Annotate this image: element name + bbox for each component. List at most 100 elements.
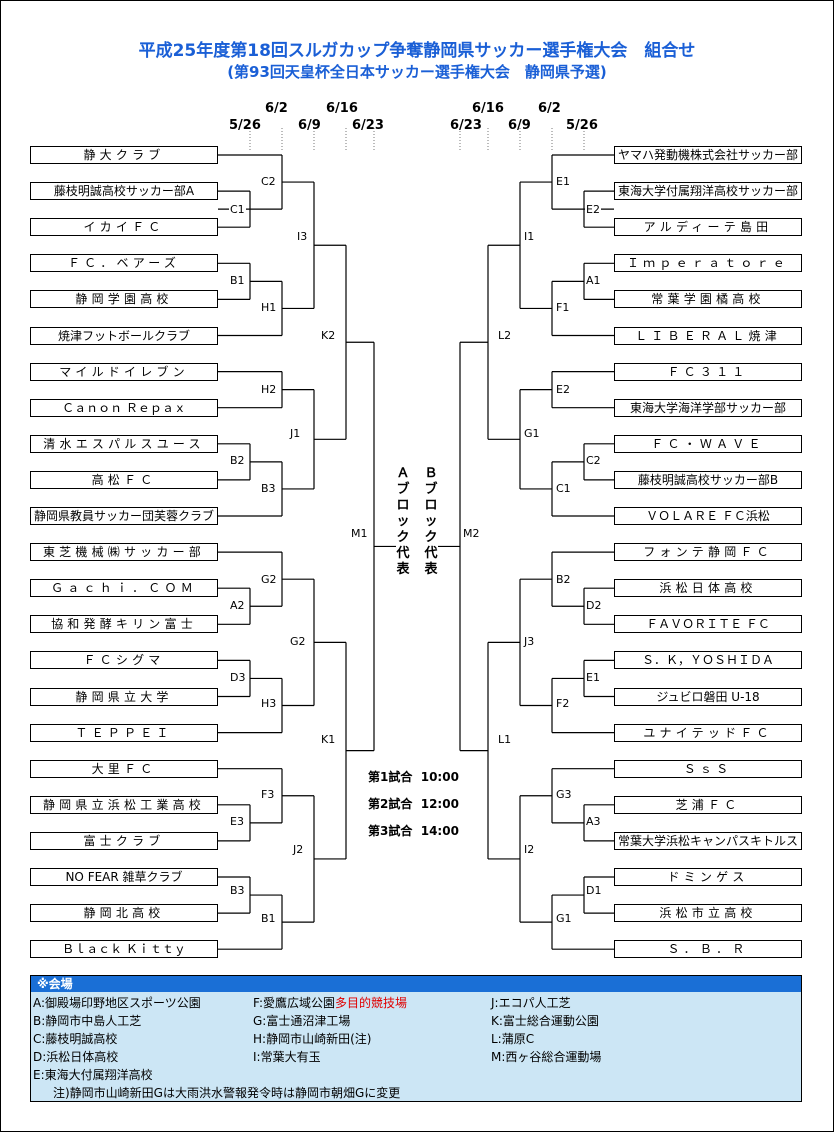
team-name-left: 静岡県教員サッカー団芙蓉クラブ bbox=[30, 507, 218, 525]
team-name-right: Ｉｍｐｅｒａｔｏｒｅ bbox=[614, 254, 802, 273]
team-name-right: ＶＯＬＡＲＥ ＦＣ浜松 bbox=[614, 507, 802, 525]
venue-label-left: J1 bbox=[289, 427, 302, 440]
venue-legend: ※会場 A:御殿場印野地区スポーツ公園 B:静岡市中島人工芝 C:藤枝明誠高校 … bbox=[30, 975, 802, 1102]
team-name-left: NO FEAR 雑草クラブ bbox=[30, 868, 218, 886]
team-name-left: Ｇａｃｈｉ．ＣＯＭ bbox=[30, 579, 218, 598]
team-name-left: 静岡学園高校 bbox=[30, 290, 218, 309]
venue-label-left: C1 bbox=[229, 203, 246, 216]
venue-item: J:エコパ人工芝 bbox=[491, 996, 571, 1010]
team-name-right: ドミンゲス bbox=[614, 868, 802, 886]
date-label: 6/9 bbox=[508, 118, 531, 133]
venue-label-left: K2 bbox=[320, 329, 337, 342]
team-name-right: アルディーテ島田 bbox=[614, 218, 802, 237]
team-name-left: マイルドイレブン bbox=[30, 362, 218, 381]
schedule-time: 12:00 bbox=[420, 797, 459, 811]
venue-label-left: H3 bbox=[260, 697, 278, 710]
venue-label-right: A3 bbox=[585, 815, 602, 828]
team-name-right: ＦＣ・ＷＡＶＥ bbox=[614, 434, 802, 453]
team-name-right: 東海大学付属翔洋高校サッカー部 bbox=[614, 182, 802, 201]
venue-label-left: C2 bbox=[260, 175, 277, 188]
team-name-right: 芝浦ＦＣ bbox=[614, 795, 802, 814]
venue-item: H:静岡市山崎新田(注) bbox=[253, 1032, 372, 1046]
team-name-left: ＴＥＰＰＥＩ bbox=[30, 723, 218, 742]
venue-label-left: B3 bbox=[260, 482, 277, 495]
venue-label-right: D2 bbox=[585, 599, 603, 612]
team-name-right: ジュビロ磐田 U-18 bbox=[614, 687, 802, 706]
venue-label-right: G1 bbox=[555, 912, 573, 925]
venue-label-left: E3 bbox=[229, 815, 245, 828]
date-label: 6/9 bbox=[298, 118, 321, 133]
venue-label-right: G1 bbox=[523, 427, 541, 440]
team-name-left: 静大クラブ bbox=[30, 146, 218, 164]
venue-label-right: E1 bbox=[555, 175, 571, 188]
team-name-left: 富士クラブ bbox=[30, 831, 218, 850]
team-name-right: ＳｓＳ bbox=[614, 759, 802, 778]
date-label: 6/16 bbox=[472, 101, 504, 116]
venue-item: K:富士総合運動公園 bbox=[491, 1014, 599, 1028]
venue-label-left: H1 bbox=[260, 301, 278, 314]
venue-label-left: G2 bbox=[289, 635, 307, 648]
venue-item: M:西ヶ谷総合運動場 bbox=[491, 1050, 602, 1064]
venue-label-right: L2 bbox=[497, 329, 513, 342]
date-label: 6/23 bbox=[352, 118, 384, 133]
schedule-label: 第1試合 bbox=[368, 770, 413, 784]
venue-item: A:御殿場印野地区スポーツ公園 bbox=[33, 996, 201, 1010]
page-subtitle: (第93回天皇杯全日本サッカー選手権大会 静岡県予選) bbox=[227, 63, 607, 81]
venue-item: D:浜松日体高校 bbox=[33, 1050, 119, 1064]
team-name-right: ユナイテッドＦＣ bbox=[614, 723, 802, 742]
team-name-left: 静岡県立大学 bbox=[30, 687, 218, 706]
venue-label-right: E2 bbox=[585, 203, 601, 216]
venue-label-right: J3 bbox=[523, 635, 536, 648]
team-name-right: 常葉学園橘高校 bbox=[614, 290, 802, 309]
team-name-right: 浜松市立高校 bbox=[614, 904, 802, 923]
date-label: 6/2 bbox=[265, 101, 288, 116]
team-name-left: イカイＦＣ bbox=[30, 218, 218, 237]
venue-label-left: B1 bbox=[260, 912, 277, 925]
schedule-label: 第3試合 bbox=[368, 824, 413, 838]
venue-item: F:愛鷹広域公園多目的競技場 bbox=[253, 996, 407, 1010]
team-name-left: 協和発酵キリン富士 bbox=[30, 615, 218, 634]
page-title: 平成25年度第18回スルガカップ争奪静岡県サッカー選手権大会 組合せ bbox=[138, 41, 696, 61]
team-name-left: 清水エスパルスユース bbox=[30, 434, 218, 453]
date-label: 6/16 bbox=[326, 101, 358, 116]
venue-label-right: C1 bbox=[555, 482, 572, 495]
team-name-left: 静岡北高校 bbox=[30, 904, 218, 923]
team-name-left: 静岡県立浜松工業高校 bbox=[30, 795, 218, 814]
venue-label-left: B1 bbox=[229, 274, 246, 287]
venue-label-left: G2 bbox=[260, 573, 278, 586]
team-name-right: 東海大学海洋学部サッカー部 bbox=[614, 398, 802, 417]
team-name-right: Ｓ．Ｋ，ＹＯＳＨＩＤＡ bbox=[614, 651, 802, 670]
team-name-left: 焼津フットボールクラブ bbox=[30, 326, 218, 345]
venue-heading: ※会場 bbox=[31, 976, 801, 992]
venue-item: I:常葉大有玉 bbox=[253, 1050, 321, 1064]
venue-label-right: G3 bbox=[555, 788, 573, 801]
date-label: 6/23 bbox=[450, 118, 482, 133]
team-name-left: Ｃａｎｏｎ Ｒｅｐａｘ bbox=[30, 398, 218, 417]
venue-label-left: J2 bbox=[292, 843, 305, 856]
schedule-2: 第2試合 12:00 bbox=[368, 795, 459, 812]
date-label: 5/26 bbox=[566, 118, 598, 133]
block-b-label: Ｂブロック代表 bbox=[424, 466, 438, 577]
schedule-3: 第3試合 14:00 bbox=[368, 822, 459, 839]
team-name-left: ＦＣシグマ bbox=[30, 651, 218, 670]
venue-label-right: L1 bbox=[497, 733, 513, 746]
team-name-right: ＦＡＶＯＲＩＴＥ ＦＣ bbox=[614, 615, 802, 634]
team-name-left: 大里ＦＣ bbox=[30, 759, 218, 778]
team-name-right: 浜松日体高校 bbox=[614, 579, 802, 598]
venue-label-left: B3 bbox=[229, 884, 246, 897]
venue-label-left: M1 bbox=[350, 527, 369, 540]
team-name-right: 藤枝明誠高校サッカー部B bbox=[614, 470, 802, 489]
team-name-left: 高松ＦＣ bbox=[30, 470, 218, 489]
venue-label-right: E2 bbox=[555, 383, 571, 396]
venue-label-right: F2 bbox=[555, 697, 571, 710]
venue-label-right: A1 bbox=[585, 274, 602, 287]
venue-item: E:東海大付属翔洋高校 bbox=[33, 1068, 153, 1082]
team-name-right: 常葉大学浜松キャンパスキトルス bbox=[614, 831, 802, 850]
venue-label-right: I2 bbox=[523, 843, 536, 856]
venue-label-right: F1 bbox=[555, 301, 571, 314]
schedule-1: 第1試合 10:00 bbox=[368, 768, 459, 785]
team-name-left: 藤枝明誠高校サッカー部A bbox=[30, 182, 218, 201]
venue-label-left: B2 bbox=[229, 454, 246, 467]
team-name-right: ＬＩＢＥＲＡＬ焼津 bbox=[614, 326, 802, 345]
